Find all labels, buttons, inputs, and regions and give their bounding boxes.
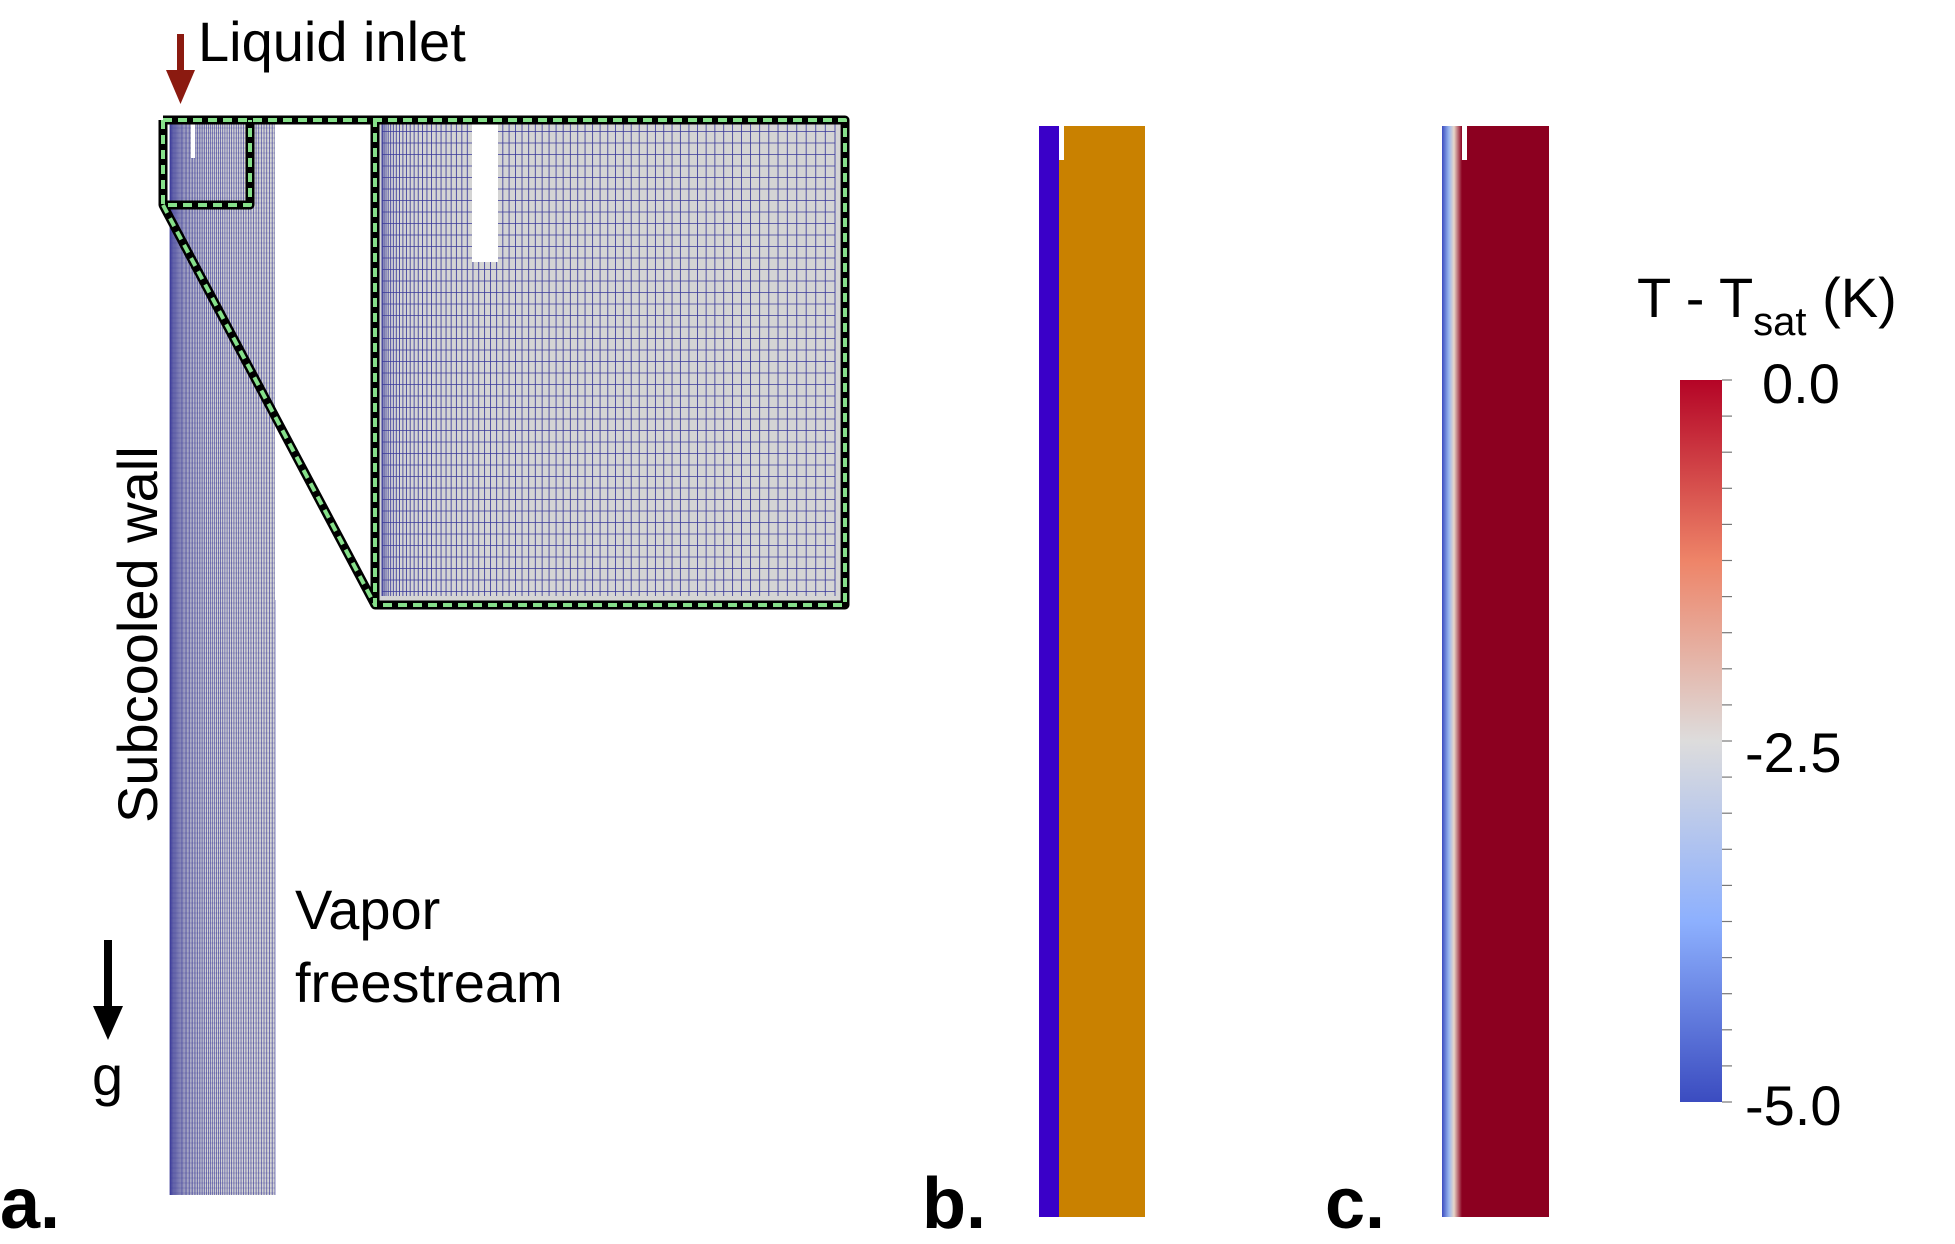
colorbar-gradient bbox=[1680, 380, 1722, 1102]
gravity-arrow-icon bbox=[93, 940, 123, 1040]
inlet-gap-b bbox=[1059, 126, 1064, 160]
colorbar-ticks bbox=[1722, 379, 1732, 1103]
zoom-mask bbox=[275, 120, 371, 600]
panel-b-letter: b. bbox=[922, 1164, 986, 1244]
panel-c bbox=[1442, 126, 1549, 1217]
zoom-inset bbox=[158, 115, 850, 610]
colorbar-title-unit: (K) bbox=[1822, 266, 1897, 329]
colorbar-tick-mid: -2.5 bbox=[1745, 721, 1842, 784]
panel-a bbox=[93, 34, 850, 1195]
mesh-grid bbox=[169, 117, 276, 1195]
liquid-film bbox=[1039, 126, 1059, 1217]
inlet-arrow-icon bbox=[166, 34, 195, 104]
panel-b bbox=[1039, 126, 1145, 1217]
colorbar-tick-bottom: -5.0 bbox=[1745, 1074, 1842, 1137]
subcooled-wall-label: Subcooled wall bbox=[106, 446, 169, 823]
panel-a-letter: a. bbox=[0, 1164, 61, 1244]
panel-c-letter: c. bbox=[1325, 1164, 1386, 1244]
vapor-label-line2: freestream bbox=[295, 951, 563, 1014]
zoom-outline bbox=[158, 115, 850, 610]
liquid-inlet-label: Liquid inlet bbox=[198, 10, 466, 73]
inlet-gap-c bbox=[1462, 126, 1467, 160]
colorbar-title: T - Tsat (K) bbox=[1637, 270, 1897, 344]
colorbar-title-main: T - T bbox=[1637, 266, 1754, 329]
zoom-inlet-gap bbox=[472, 120, 498, 262]
colorbar-title-sub: sat bbox=[1753, 300, 1807, 344]
vapor-temperature bbox=[1462, 126, 1549, 1217]
colorbar bbox=[1680, 379, 1732, 1103]
gravity-label: g bbox=[92, 1044, 124, 1107]
zoom-mesh-grid bbox=[381, 119, 836, 596]
inlet-gap bbox=[191, 124, 195, 158]
colorbar-tick-top: 0.0 bbox=[1762, 352, 1840, 415]
vapor-region bbox=[1059, 126, 1145, 1217]
thermal-layer bbox=[1442, 126, 1462, 1217]
vapor-label-line1: Vapor bbox=[295, 878, 441, 941]
